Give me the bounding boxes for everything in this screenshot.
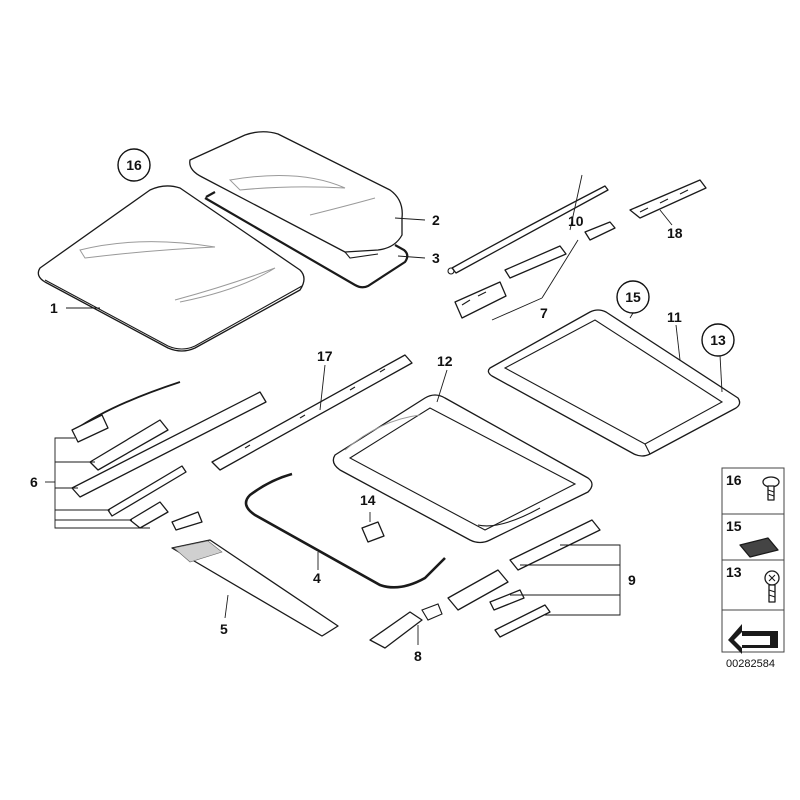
screw-icon [762,476,780,501]
callout-10: 10 [568,213,584,229]
pad-icon [739,537,779,558]
callout-9: 9 [628,572,636,588]
drive-part-8 [369,603,443,649]
deflector-strip-part-5 [171,539,339,637]
callout-4: 4 [313,570,321,586]
guide-rail-part-10 [447,185,609,275]
frame-part-12 [332,394,593,544]
legend-label-13: 13 [726,564,742,580]
arrow-icon [728,624,778,654]
callout-8: 8 [414,648,422,664]
torx-screw-icon [764,570,780,603]
slider-part-7 [454,221,616,319]
rail-part-17 [211,354,413,471]
callout-3: 3 [432,250,440,266]
bracket-part-18 [629,179,707,219]
callout-labels: 1 2 3 4 5 6 7 8 9 10 11 12 14 17 18 [30,212,683,664]
callout-1: 1 [50,300,58,316]
legend-label-16: 16 [726,472,742,488]
callout-7: 7 [540,305,548,321]
callout-2: 2 [432,212,440,228]
callout-5: 5 [220,621,228,637]
callout-17: 17 [317,348,333,364]
glass-panel-part-2 [189,131,403,259]
clip-part-14 [361,521,385,543]
callout-16: 16 [126,157,142,173]
rail-group-part-6 [71,381,267,531]
glass-panel-part-1 [37,185,305,352]
callout-15: 15 [625,289,641,305]
callout-6: 6 [30,474,38,490]
reference-number: 00282584 [726,658,775,670]
callout-18: 18 [667,225,683,241]
sunshade-frame-part-11 [487,309,741,457]
fastener-legend: 16 15 13 00282584 [721,467,785,670]
callout-11: 11 [667,309,682,325]
callout-14: 14 [360,492,376,508]
seal-part-3 [204,191,409,289]
circled-callouts: 16 15 13 [117,148,735,357]
cable-part-4 [244,472,446,589]
callout-13: 13 [710,332,726,348]
leader-lines [45,174,723,645]
legend-label-15: 15 [726,518,742,534]
callout-12: 12 [437,353,453,369]
